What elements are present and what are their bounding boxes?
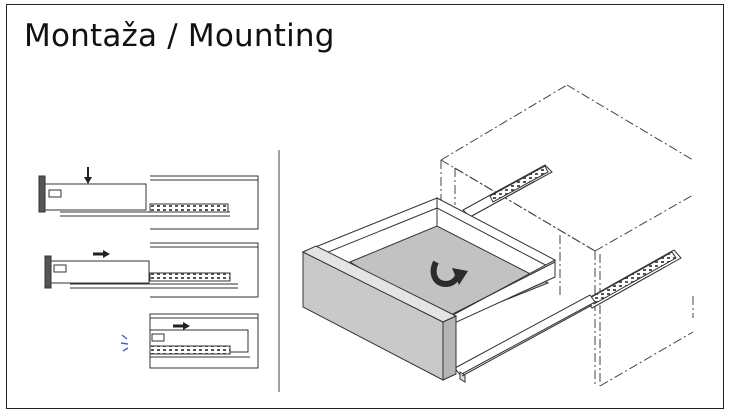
- step-1-diagram: [38, 175, 259, 230]
- drawer-rail: [454, 294, 596, 383]
- page-title: Montaža / Mounting: [24, 18, 335, 54]
- drawer-box: [301, 197, 556, 381]
- click-marks-icon: [120, 334, 129, 352]
- step-2-diagram: [44, 242, 259, 298]
- diagram-frame: [6, 4, 724, 409]
- arrow-down-icon: [84, 167, 92, 184]
- arrow-right-icon: [173, 322, 190, 330]
- cabinet-rail-upper: [462, 164, 553, 218]
- rotate-arrow-icon: [430, 260, 468, 288]
- cabinet-outline: [440, 84, 694, 387]
- step-3-diagram: [149, 313, 259, 369]
- cabinet-rail-lower: [584, 249, 682, 309]
- arrow-right-icon: [93, 250, 110, 258]
